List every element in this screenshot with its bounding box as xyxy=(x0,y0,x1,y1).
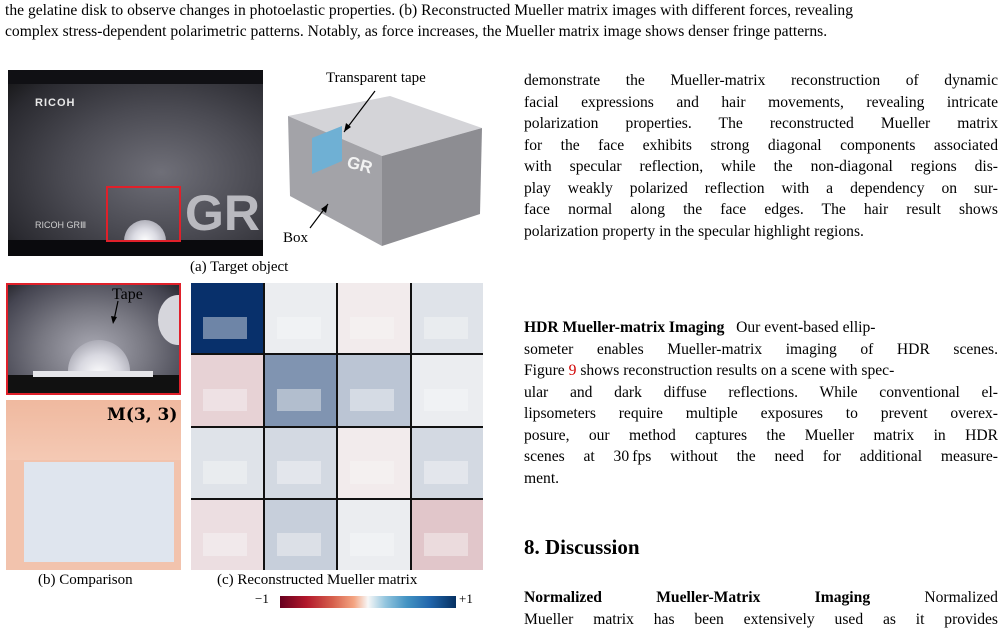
box-left-face xyxy=(288,116,382,246)
matrix-cell-3-1 xyxy=(264,499,336,570)
matrix-cell-3-0 xyxy=(191,499,263,570)
text-line: face normal along the face edges. The ha… xyxy=(524,201,998,218)
matrix-cell-3-2 xyxy=(338,499,410,570)
caption-line-2: complex stress-dependent polarimetric pa… xyxy=(5,23,828,40)
matrix-cell-0-1 xyxy=(264,283,336,354)
text-line: demonstrate the Mueller-matrix reconstru… xyxy=(524,72,998,89)
paragraph-normalized: Normalized Mueller-Matrix Imaging Normal… xyxy=(524,587,998,630)
m33-label: M(3, 3) xyxy=(107,405,178,425)
photo-brand-bottom: RICOH GRⅢ xyxy=(35,220,87,230)
text-line: facial expressions and hair movements, r… xyxy=(524,93,998,111)
transparent-tape-patch xyxy=(312,126,342,174)
box-top-face xyxy=(288,96,482,156)
hdr-heading: HDR Mueller-matrix Imaging xyxy=(524,319,725,336)
caption-line-1: the gelatine disk to observe changes in … xyxy=(5,2,853,19)
caption-b: (b) Comparison xyxy=(38,572,133,588)
tape-pointer-arrow xyxy=(111,300,119,324)
caption-a: (a) Target object xyxy=(190,259,289,275)
target-object-photo: RICOH RICOH GRⅢ GR xyxy=(8,70,263,256)
text-line: Our event-based ellip- xyxy=(736,319,876,336)
text-line: with specular reflection, while the non-… xyxy=(524,158,998,175)
caption-c: (c) Reconstructed Mueller matrix xyxy=(217,572,418,588)
figure-caption-continued: the gelatine disk to observe changes in … xyxy=(5,0,998,42)
colorbar xyxy=(280,596,456,608)
matrix-cell-1-3 xyxy=(411,355,483,426)
text-line: ment. xyxy=(524,469,560,487)
paragraph-dynamic-scenes: demonstrate the Mueller-matrix reconstru… xyxy=(524,70,998,242)
text-line: posure, our method captures the Mueller … xyxy=(524,426,998,444)
matrix-cell-0-0 xyxy=(191,283,263,354)
matrix-cell-0-2 xyxy=(338,283,410,354)
tape-arrow xyxy=(343,90,376,133)
gelatine-disk xyxy=(124,220,166,241)
tape-label: Tape xyxy=(112,286,143,303)
text-line: polarization properties. The reconstruct… xyxy=(524,115,998,132)
matrix-cell-2-1 xyxy=(264,427,336,498)
diagram-box-label: Box xyxy=(283,230,309,246)
matrix-cell-0-3 xyxy=(411,283,483,354)
photo-brand-top: RICOH xyxy=(35,97,76,109)
highlight-box xyxy=(106,186,181,242)
text-line: someter enables Mueller-matrix imaging o… xyxy=(524,340,998,358)
box-right-face xyxy=(382,128,482,246)
text-line: ular and dark diffuse reflections. While… xyxy=(524,383,998,401)
matrix-cell-2-0 xyxy=(191,427,263,498)
text-line: scenes at 30 fps without the need for ad… xyxy=(524,448,998,465)
text-line: Mueller matrix has been extensively used… xyxy=(524,610,998,628)
m33-image xyxy=(6,400,181,570)
paragraph-hdr: HDR Mueller-matrix Imaging Our event-bas… xyxy=(524,317,998,489)
comparison-photo xyxy=(6,283,181,395)
text-line: polarization property in the specular hi… xyxy=(524,222,864,240)
colorbar-min-label: −1 xyxy=(255,591,269,606)
matrix-cell-3-3 xyxy=(411,499,483,570)
matrix-cell-1-2 xyxy=(338,355,410,426)
matrix-cell-2-2 xyxy=(338,427,410,498)
matrix-cell-1-0 xyxy=(191,355,263,426)
text-line: play weakly polarized reflection with a … xyxy=(524,179,998,197)
text-line: for the face exhibits strong diagonal co… xyxy=(524,136,998,154)
figure-ref-link[interactable]: 9 xyxy=(568,362,577,379)
photo-gr-text: GR xyxy=(185,185,260,241)
text-line: lipsometers require multiple exposures t… xyxy=(524,405,998,422)
section-heading: 8. Discussion xyxy=(524,535,640,559)
target-object-diagram: GR xyxy=(288,90,482,246)
mueller-matrix-grid xyxy=(191,283,483,570)
matrix-cell-2-3 xyxy=(411,427,483,498)
diagram-tape-label: Transparent tape xyxy=(326,70,426,86)
colorbar-max-label: +1 xyxy=(459,591,473,606)
matrix-cell-1-1 xyxy=(264,355,336,426)
